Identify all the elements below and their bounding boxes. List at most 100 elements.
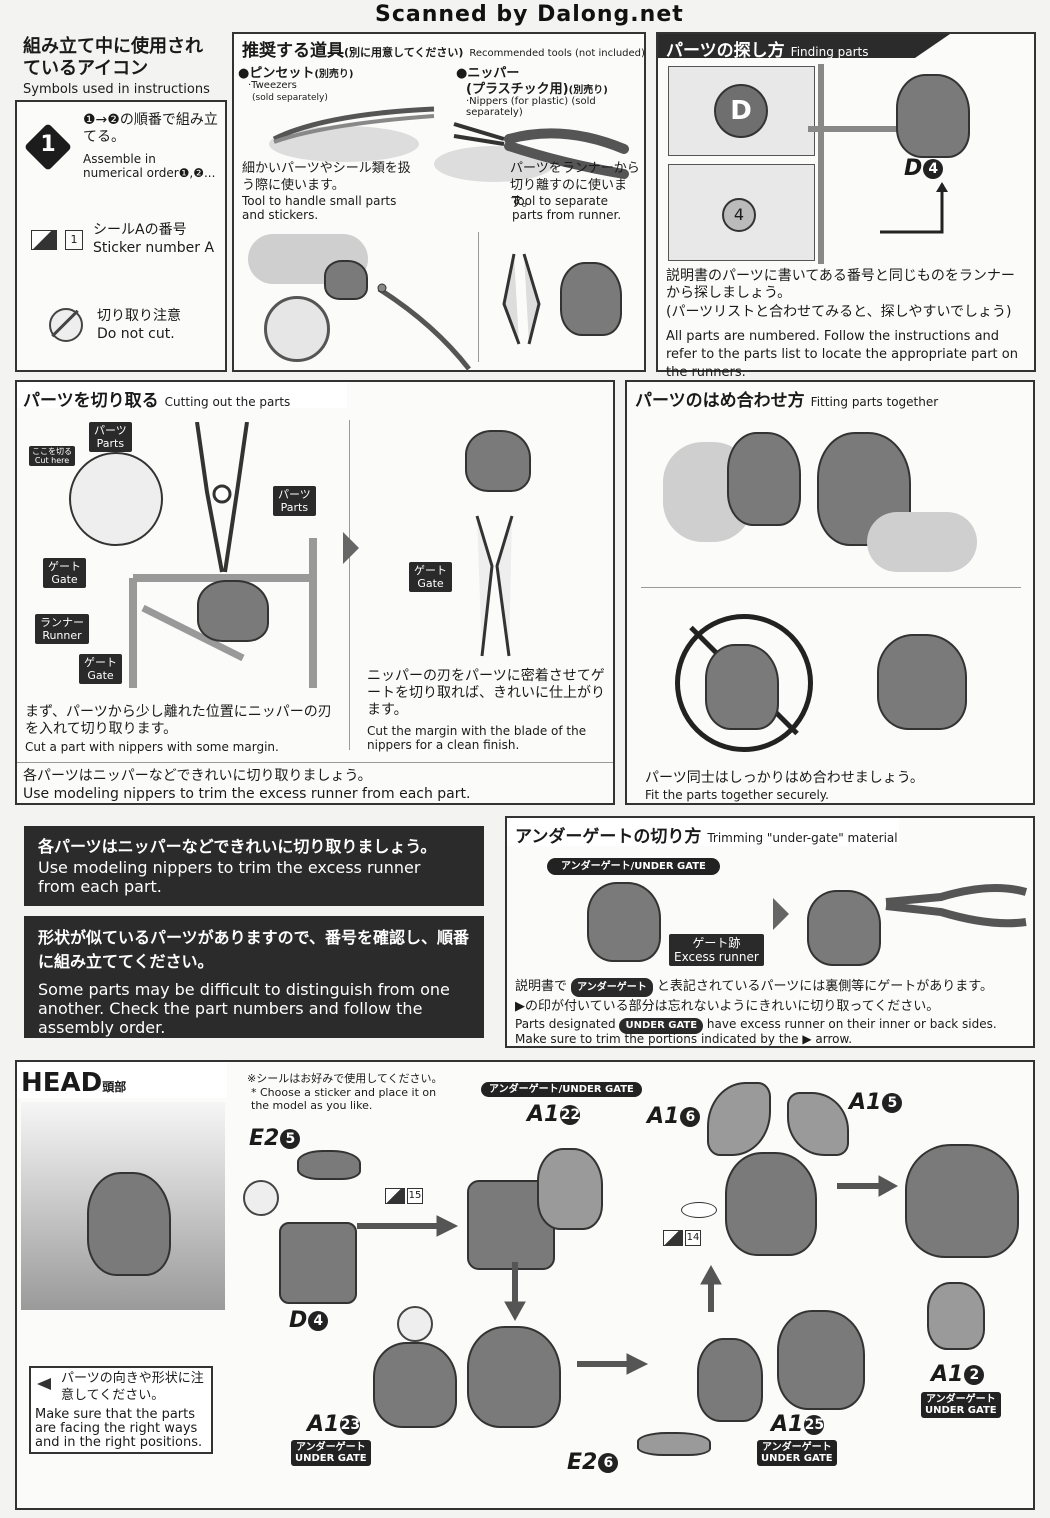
tweezers-en: ·Tweezers: [248, 80, 297, 91]
note-similar-jp: 形状が似ているパーツがありますので、番号を確認し、順番に組み立ててください。: [38, 928, 470, 971]
do-not-cut-icon-2: [397, 1306, 433, 1342]
note-trim-jp: 各パーツはニッパーなどできれいに切り取りましょう。: [38, 837, 437, 856]
runner-part-illustration: [197, 580, 269, 642]
cutting-nippers-illustration: [195, 422, 249, 573]
cutting-header-bar: [17, 382, 347, 408]
facing-note-icon: [37, 1378, 51, 1390]
head-part-d-4: [279, 1222, 357, 1304]
sticker-en: Sticker number A: [93, 240, 215, 256]
fitting-desc-en: Fit the parts together securely.: [645, 788, 829, 802]
fitting-part-left: [727, 432, 801, 526]
cutting-bottom-divider: [17, 762, 613, 763]
tweezers-label: ●ピンセット(別売り): [238, 66, 354, 81]
head-part-e2-5: [297, 1150, 361, 1180]
note-trim-en: Use modeling nippers to trim the excess …: [38, 858, 421, 896]
head-panel: HEAD頭部 ※シールはお好みで使用してください。 * Choose a sti…: [15, 1060, 1035, 1510]
note-box-similar-parts: 形状が似ているパーツがありますので、番号を確認し、順番に組み立ててください。 S…: [24, 916, 484, 1038]
step-arrow-icon: [343, 532, 359, 564]
nippers-en: ·Nippers (for plastic) (sold separately): [466, 96, 596, 118]
nippers-desc-jp: パーツをランナーから切り離すのに使います。: [510, 161, 640, 210]
note-similar-en: Some parts may be difficult to distingui…: [38, 980, 450, 1037]
fitting-bad-part: [705, 644, 779, 730]
tweezers-desc-en: Tool to handle small parts and stickers.: [242, 194, 397, 222]
facing-note-en: Make sure that the parts are facing the …: [35, 1407, 203, 1450]
cutting-step1-jp: まず、パーツから少し離れた位置にニッパーの刃を入れて切り取ります。: [25, 704, 332, 737]
runner-frame: [818, 64, 824, 264]
head-assembly-arrows: [357, 1175, 899, 1375]
undergate-desc-en1: Parts designated UNDER GATE have excess …: [515, 1017, 1031, 1034]
undergate-desc-jp1: 説明書で アンダーゲート と表記されているパーツには裏側等にゲートがあります。: [515, 978, 1031, 997]
head-title-bar: [17, 1062, 227, 1098]
sticker-number-box: 1: [65, 230, 83, 250]
undergate-desc-en2: Make sure to trim the portions indicated…: [515, 1032, 853, 1046]
do-not-cut-icon-1: [243, 1180, 279, 1216]
cutting-divider: [349, 420, 350, 750]
undergate-part-before: [587, 882, 661, 962]
undergate-desc-jp2: ▶の印が付いている部分は忘れないようにきれいに切り取ってください。: [515, 999, 940, 1014]
code-a1-23: A123: [307, 1412, 361, 1437]
sticker-15-icon: [385, 1188, 405, 1204]
head-part-illustration: [560, 262, 622, 336]
order-en: Assemble in numerical order❶,❷...: [83, 152, 216, 180]
head-part-assembly-3: [697, 1338, 763, 1422]
runner-tag-1: D: [714, 84, 768, 138]
sticker-14-icon: [663, 1230, 683, 1246]
tweezers-tip-illustration: [264, 296, 330, 362]
runner-illustration: [129, 538, 317, 688]
note-box-trim: 各パーツはニッパーなどできれいに切り取りましょう。 Use modeling n…: [24, 826, 484, 906]
sticker-note-en: * Choose a sticker and place it on the m…: [251, 1086, 437, 1112]
undergate-step-arrow: [773, 898, 789, 930]
tweezers-note-en: (sold separately): [252, 93, 328, 103]
finding-desc-jp1: 説明書のパーツに書いてある番号と同じものをランナーから探しましょう。: [666, 268, 1015, 301]
nippers-label: ●ニッパー: [456, 66, 520, 81]
head-reference-figure: [87, 1172, 171, 1276]
finding-arrow: [880, 182, 948, 234]
undergate-label: アンダーゲート/UNDER GATE: [547, 858, 720, 875]
nippers-desc-en: Tool to separate parts from runner.: [512, 194, 622, 222]
facing-note-jp: パーツの向きや形状に注意してください。: [61, 1371, 204, 1403]
sticker-icon: [31, 230, 57, 250]
nippers-label-2: (プラスチック用)(別売り): [466, 82, 608, 97]
cut-zoom-circle: [69, 452, 163, 546]
order-jp: ❶→❷の順番で組み立てる。: [83, 112, 218, 145]
sticker-jp: シールAの番号: [93, 222, 187, 238]
head-part-a1-2: [927, 1282, 985, 1350]
ug-label-top: アンダーゲート/UNDER GATE: [481, 1082, 642, 1097]
trimmed-part-illustration: [465, 430, 531, 492]
undergate-nippers-illustration: [885, 884, 1028, 928]
cutting-trim-jp: 各パーツはニッパーなどできれいに切り取りましょう。: [23, 768, 372, 784]
fitting-divider: [641, 587, 1021, 588]
nippers-cut-illustration: [502, 253, 541, 345]
finding-desc-en: All parts are numbered. Follow the instr…: [666, 329, 1018, 380]
donotcut-jp: 切り取り注意: [97, 308, 181, 324]
sticker-14-number: 14: [685, 1230, 701, 1246]
fitting-good-part: [877, 634, 967, 730]
head-part-e2-6: [637, 1432, 711, 1456]
cutting-step1-en: Cut a part with nippers with some margin…: [25, 740, 279, 754]
undergate-header-bar: [507, 818, 899, 846]
symbols-title-en: Symbols used in instructions: [23, 82, 210, 97]
tweezers-illustration: [269, 106, 435, 162]
donotcut-en: Do not cut.: [97, 326, 175, 342]
